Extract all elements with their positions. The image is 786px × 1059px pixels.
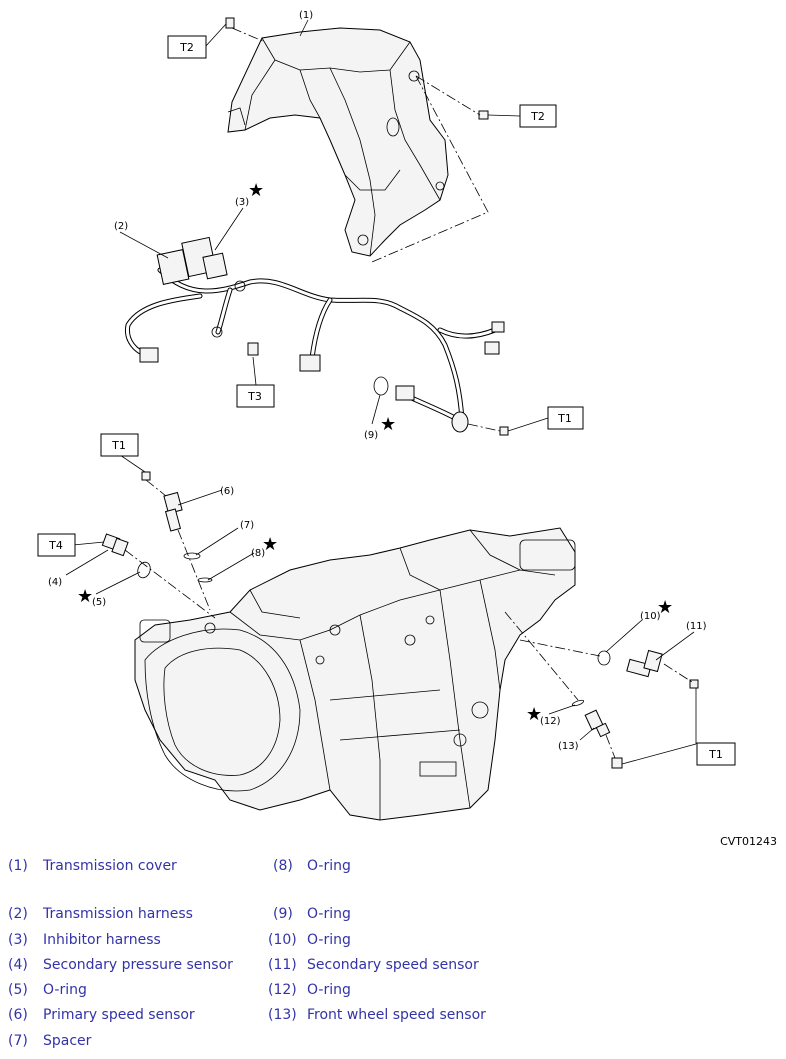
legend-item: (11) Secondary speed sensor	[268, 957, 479, 973]
star-icon: ★	[77, 586, 93, 607]
callout-8: (8)	[251, 548, 265, 559]
callout-10: (10)	[640, 611, 661, 622]
callout-1: (1)	[299, 10, 313, 21]
transmission-harness	[124, 236, 505, 433]
torque-tag-t1-primary: T1	[100, 433, 139, 457]
legend-item: (8) O-ring	[273, 858, 351, 874]
o-ring-9	[373, 376, 389, 396]
cover-bolt-top	[225, 17, 266, 43]
star-icon: ★	[657, 597, 673, 618]
spacer-7	[183, 552, 201, 560]
star-icon: ★	[526, 704, 542, 725]
callout-4: (4)	[48, 577, 62, 588]
star-marks: ★ ★ ★ ★ ★ ★	[77, 180, 673, 725]
exploded-diagram: (1) (2) (3) (4) (5) (6) (7) (8) (9) (10)…	[37, 10, 777, 848]
diagram-code: CVT01243	[720, 835, 777, 848]
star-icon: ★	[380, 414, 396, 435]
legend-item: (13) Front wheel speed sensor	[268, 1007, 486, 1023]
legend-item: (4) Secondary pressure sensor	[8, 957, 233, 973]
leader-lines	[65, 19, 697, 765]
front-wheel-speed-sensor	[584, 709, 611, 738]
transmission-case	[134, 527, 576, 821]
callout-12: (12)	[540, 716, 561, 727]
svg-text:T3: T3	[247, 390, 262, 403]
legend-item: (7) Spacer	[8, 1033, 92, 1049]
legend-item: (1) Transmission cover	[8, 858, 177, 874]
svg-text:T1: T1	[557, 412, 572, 425]
torque-tag-t1-bottom: T1	[696, 742, 736, 766]
star-icon: ★	[248, 180, 264, 201]
callout-11: (11)	[686, 621, 707, 632]
callout-7: (7)	[240, 520, 254, 531]
secondary-speed-sensor	[626, 649, 663, 678]
callout-2: (2)	[114, 221, 128, 232]
transmission-cover	[227, 27, 449, 257]
legend-item: (9) O-ring	[273, 906, 351, 922]
harness-bolt-t3	[247, 342, 259, 356]
torque-tag-t2-left: T2	[167, 35, 207, 59]
torque-tag-t2-right: T2	[519, 104, 557, 128]
sensor-bolt-t1-bottom	[605, 734, 623, 769]
callout-13: (13)	[558, 741, 579, 752]
o-ring-10	[597, 650, 611, 666]
sensor-bolt-t1-top	[141, 471, 167, 497]
legend-item: (5) O-ring	[8, 982, 87, 998]
star-icon: ★	[262, 534, 278, 555]
legend-item: (6) Primary speed sensor	[8, 1007, 195, 1023]
legend-item: (12) O-ring	[268, 982, 351, 998]
sensor-bolt-t1-right	[663, 663, 699, 689]
svg-text:T2: T2	[179, 41, 194, 54]
svg-text:T2: T2	[530, 110, 545, 123]
primary-speed-sensor	[163, 491, 183, 532]
legend-item: (2) Transmission harness	[8, 906, 193, 922]
o-ring-8	[197, 577, 213, 583]
torque-tag-t4: T4	[37, 533, 76, 557]
callout-5: (5)	[92, 597, 106, 608]
o-ring-5	[137, 561, 151, 579]
legend-item: (10) O-ring	[268, 932, 351, 948]
callout-3: (3)	[235, 197, 249, 208]
secondary-pressure-sensor	[101, 533, 129, 557]
torque-tag-t3: T3	[236, 384, 275, 408]
torque-tags: T2 T2 T3 T1 T1 T4 T1	[37, 35, 736, 766]
callout-labels: (1) (2) (3) (4) (5) (6) (7) (8) (9) (10)…	[48, 10, 707, 752]
torque-tag-t1-harness: T1	[547, 406, 584, 430]
svg-text:T1: T1	[111, 439, 126, 452]
callout-6: (6)	[220, 486, 234, 497]
parts-legend: (1) Transmission cover (2) Transmission …	[0, 855, 786, 1055]
callout-9: (9)	[364, 430, 378, 441]
harness-bolt-t1	[467, 423, 509, 436]
svg-text:T4: T4	[48, 539, 63, 552]
legend-item: (3) Inhibitor harness	[8, 932, 161, 948]
o-ring-12	[571, 699, 585, 707]
svg-text:T1: T1	[708, 748, 723, 761]
